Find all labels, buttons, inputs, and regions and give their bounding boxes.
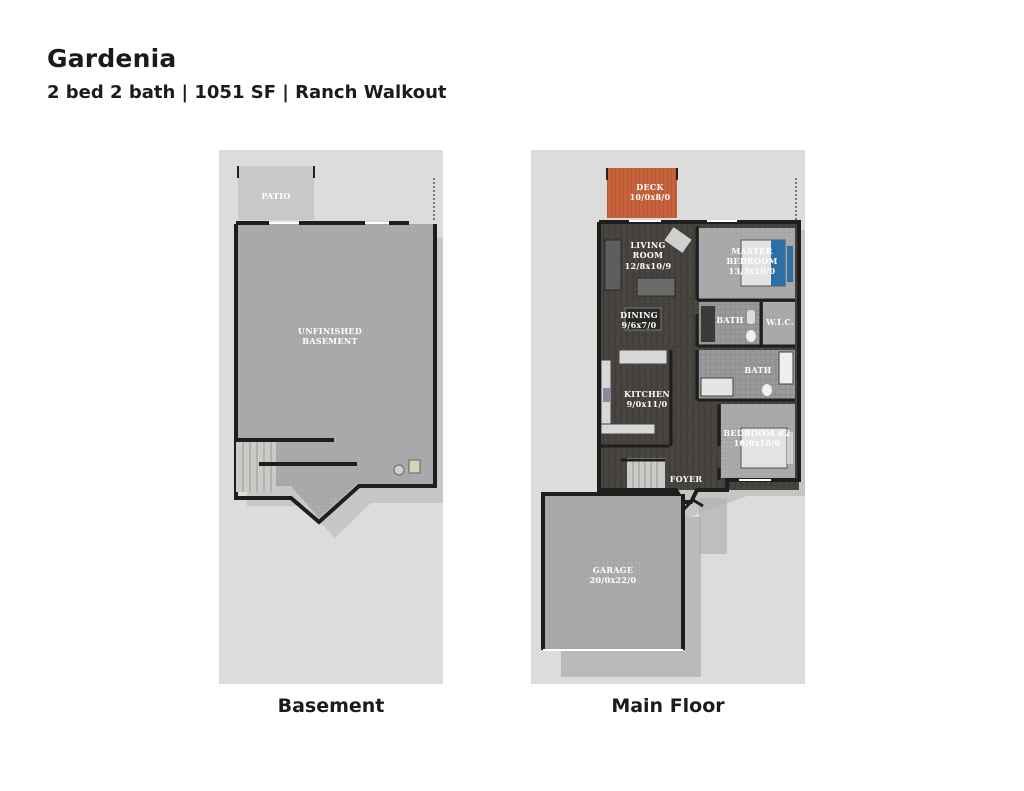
master-bedroom-label-1: MASTER — [731, 246, 772, 256]
garage-dimensions: 20/0x22/0 — [590, 575, 637, 585]
kitchen-dimensions: 9/0x11/0 — [627, 399, 668, 409]
water-heater — [393, 464, 405, 476]
wic-label: W.I.C. — [765, 317, 794, 327]
deck-dimensions: 10/0x8/0 — [630, 192, 671, 202]
deck-area — [607, 168, 677, 218]
dining-label: DINING — [620, 310, 658, 320]
living-sofa — [604, 239, 622, 291]
basement-caption: Basement — [277, 695, 385, 717]
basement-room-label: BASEMENT — [302, 336, 357, 346]
main-floor-floorplan: DECK 10/0x8/0 — [541, 168, 805, 677]
main-stairs — [601, 444, 669, 488]
kitchen-island — [618, 349, 668, 365]
kitchen-label: KITCHEN — [624, 389, 670, 399]
living-room-dimensions: 12/8x10/9 — [625, 261, 672, 271]
dining-dimensions: 9/6x7/0 — [622, 320, 657, 330]
bedroom2-label: BEDROOM #2 — [723, 428, 790, 438]
basement-stairs — [236, 438, 357, 492]
unfinished-basement-floor — [236, 224, 435, 518]
garage-label: GARAGE — [593, 565, 634, 575]
foyer-label: FOYER — [670, 474, 703, 484]
interior-walls — [669, 226, 795, 480]
wic-floor — [763, 302, 795, 346]
plan-subtitle: 2 bed 2 bath | 1051 SF | Ranch Walkout — [47, 82, 447, 103]
basement-panel: PATIO UNFINISHED BASEMENT — [219, 150, 443, 684]
patio-label: PATIO — [261, 191, 290, 201]
plan-title: Gardenia — [47, 44, 177, 73]
hall-bath-label: BATH — [744, 365, 771, 375]
master-bath-label: BATH — [716, 315, 743, 325]
living-room-label-1: LIVING — [630, 240, 665, 250]
deck-label: DECK — [636, 182, 664, 192]
patio-area — [238, 166, 314, 220]
master-bedroom-label-2: BEDROOM — [726, 256, 777, 266]
bedroom2-bed — [740, 427, 788, 469]
dining-table — [624, 307, 662, 331]
exterior-walls — [597, 220, 801, 504]
bedroom2-dimensions: 10/0x10/0 — [734, 438, 781, 448]
garage-floor — [543, 496, 683, 650]
furnace — [408, 459, 421, 474]
main-floor-panel: DECK 10/0x8/0 — [531, 150, 805, 684]
living-room-label-2: ROOM — [633, 250, 664, 260]
main-floor-caption: Main Floor — [611, 695, 725, 717]
unfinished-label: UNFINISHED — [298, 326, 362, 336]
master-bedroom-dimensions: 13/3x10/0 — [729, 266, 776, 276]
basement-floorplan: PATIO UNFINISHED BASEMENT — [234, 166, 443, 538]
